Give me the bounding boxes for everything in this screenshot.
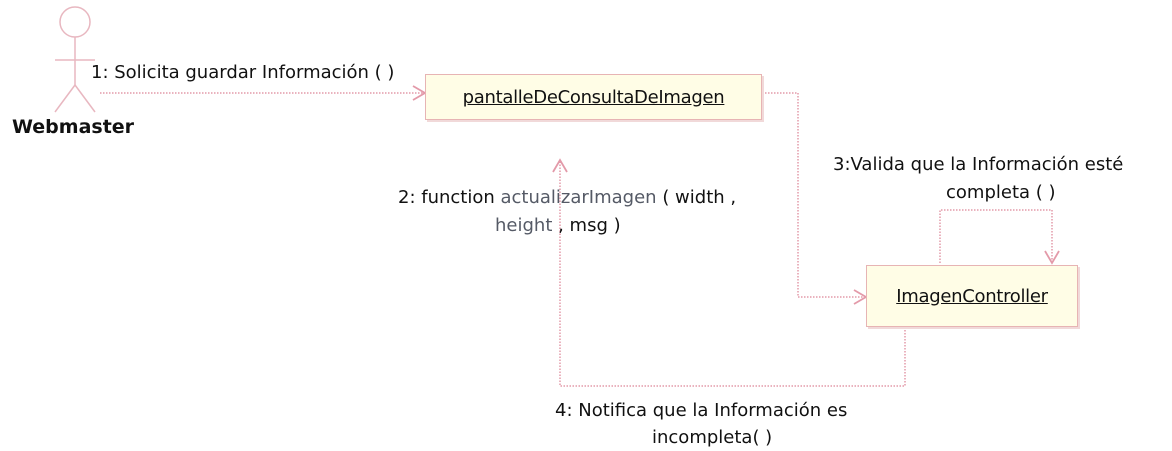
message-2-height: height (495, 215, 553, 236)
message-2-args: ( width , (656, 187, 737, 208)
message-4-return (559, 160, 906, 387)
message-4-label-line2: incompleta( ) (652, 427, 773, 448)
message-1-label: 1: Solicita guardar Información ( ) (91, 62, 395, 83)
object-screen[interactable]: pantalleDeConsultaDeImagen (425, 74, 762, 120)
arrowhead-message-2 (552, 158, 568, 173)
object-controller[interactable]: ImagenController (866, 265, 1078, 327)
message-4-label-line1: 4: Notifica que la Información es (555, 400, 848, 421)
actor-figure (54, 6, 96, 113)
message-2-function: actualizarImagen (500, 187, 657, 208)
message-3-selfloop (939, 209, 1053, 263)
message-3-label-line1: 3:Valida que la Información esté (833, 154, 1124, 175)
object-controller-label: ImagenController (896, 285, 1048, 307)
message-2-label-line2: height , msg ) (495, 213, 621, 239)
message-3-label-line2: completa ( ) (946, 182, 1056, 203)
link-screen-controller (762, 92, 866, 298)
actor-label: Webmaster (12, 116, 135, 138)
message-2-rest: , msg ) (552, 215, 621, 236)
message-2-prefix: 2: function (398, 187, 501, 208)
arrowhead-message-3 (1044, 250, 1060, 265)
message-2-label-line1: 2: function actualizarImagen ( width , (398, 185, 736, 211)
object-screen-label: pantalleDeConsultaDeImagen (462, 86, 725, 108)
